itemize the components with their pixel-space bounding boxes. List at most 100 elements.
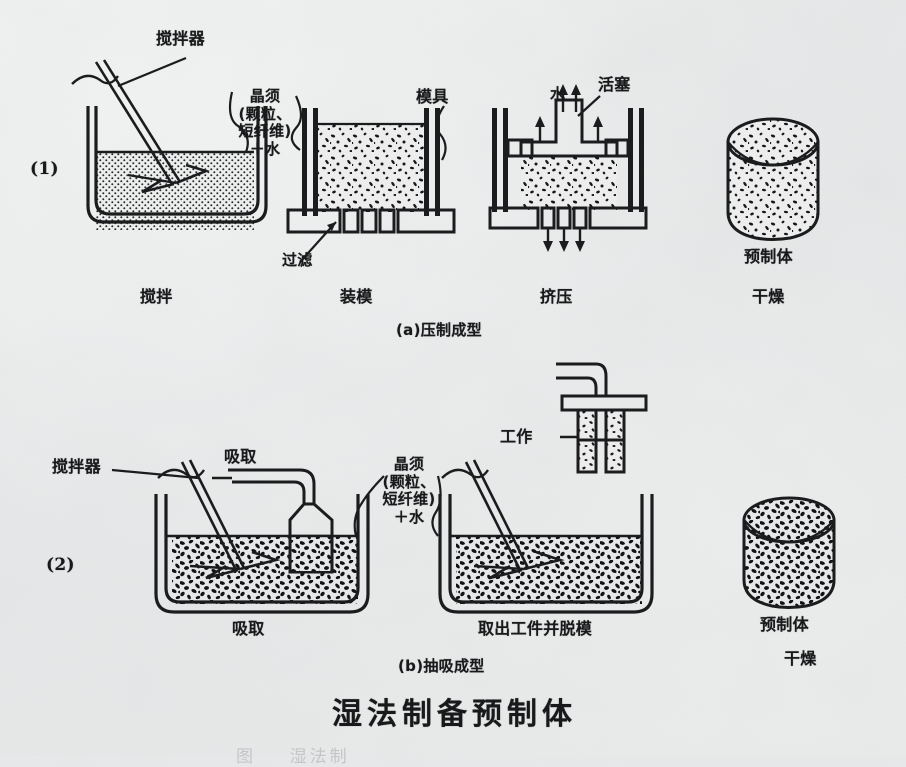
suction-label: 吸取 [224, 447, 257, 466]
preform-body-row1 [726, 140, 820, 241]
preform-rim-row2 [743, 519, 835, 544]
stirrer-label-row1: 搅拌器 [156, 29, 205, 48]
workpiece-label: 工作 [500, 427, 533, 446]
row1-number: (1) [30, 159, 59, 179]
slurry-label-leader-row2-left [353, 475, 385, 537]
press-cavity-ledge-right [604, 138, 630, 158]
die-label-leader [435, 105, 447, 161]
cut-off-caption: 图 湿法制 [236, 747, 350, 767]
press-water-up-arrows [535, 116, 603, 142]
row2-step-suction-label: 吸取 [232, 619, 265, 638]
die-label: 模具 [416, 87, 449, 106]
demold-stirrer-left [464, 461, 522, 571]
mold-wall-inner-right [424, 108, 429, 216]
press-wall-inner-right [628, 108, 633, 212]
row2-number: (2) [46, 555, 75, 575]
press-cavity-ledge-left [506, 138, 534, 158]
figure-title: 湿法制备预制体 [332, 697, 577, 732]
press-wall-outer-left [492, 108, 497, 212]
stirrer-shaft-right [102, 59, 182, 183]
slurry-label-row1: 晶须 (颗粒、 短纤维) ＋水 [238, 87, 292, 159]
row2-step-dry-label: 干燥 [784, 649, 817, 668]
filter-leader-arrowhead [327, 222, 336, 231]
row1-step-mold-label: 装模 [340, 287, 373, 306]
suction-tank-inner-wall [164, 494, 360, 604]
piston-label: 活塞 [598, 75, 631, 94]
mold-wall-inner-left [313, 108, 318, 216]
press-wall-outer-right [639, 108, 644, 212]
water-label: 水 [550, 85, 566, 103]
stirrer-top-wiggle-row2 [157, 468, 205, 479]
mold-base-plate-right [396, 208, 456, 234]
demold-stirrer-wiggle [441, 468, 489, 479]
stirrer-label-leader [117, 56, 187, 88]
stir-tank-slurry [96, 152, 254, 230]
stirrer-label-leader-row2 [111, 468, 199, 480]
row1-step-stir-label: 搅拌 [140, 287, 173, 306]
mold-wall-outer-left [302, 108, 307, 216]
demold-blade-upper [523, 550, 565, 571]
stirrer-shaft-right-row2 [188, 459, 246, 569]
slurry-label-leader-left [228, 91, 249, 153]
preform-body-row2 [742, 518, 836, 609]
workpiece-pipe-lower [556, 376, 598, 396]
demold-stirrer-right [472, 459, 530, 569]
stirrer-top-wiggle [71, 74, 119, 85]
stirrer-shaft-left-row2 [180, 461, 238, 571]
stirrer-blade-upper [175, 163, 210, 185]
mold-slurry-fill [318, 124, 424, 212]
suction-head-fill [292, 536, 330, 571]
suction-pipe-upper [228, 468, 316, 504]
row1-step-press-label: 挤压 [540, 287, 573, 306]
stir-tank-inner-wall [94, 106, 260, 216]
demold-blade-arm [473, 564, 525, 571]
mold-filter-slot-3 [378, 208, 396, 234]
slurry-label-row2: 晶须 (颗粒、 短纤维) ＋水 [382, 455, 436, 527]
filter-label-leader [299, 221, 337, 263]
demold-tank-slurry [456, 536, 642, 604]
demold-tank-inner-wall [448, 494, 644, 604]
slurry-label-leader-row2-right [431, 475, 442, 537]
suction-tank-outer-wall [154, 494, 370, 614]
demold-blade-lower [489, 564, 523, 580]
mold-filter-slot-2 [360, 208, 378, 234]
filter-label: 过滤 [282, 251, 313, 269]
mold-filter-slot-1 [342, 208, 360, 234]
stir-tank-outer-wall [86, 106, 268, 224]
mold-base-plate-left [286, 208, 342, 234]
stirrer-blade-lower [141, 178, 175, 194]
mold-wall-outer-right [435, 108, 440, 216]
workpiece-pipe-upper [556, 362, 608, 396]
stirrer-label-row2: 搅拌器 [52, 457, 101, 476]
row1-preform-label: 预制体 [744, 247, 793, 266]
press-wall-inner-left [503, 108, 508, 212]
suction-head [288, 502, 334, 574]
piston-label-leader [577, 95, 601, 117]
water-label-arrows [558, 84, 581, 112]
slurry-label-leader-right [290, 95, 303, 151]
row2-preform-label: 预制体 [760, 615, 809, 634]
row2-step-demold-label: 取出工件并脱模 [478, 619, 593, 638]
press-base-plate-right [588, 206, 648, 230]
demold-tank-outer-wall [438, 494, 654, 614]
stirrer-blade-arm-row2 [189, 564, 241, 571]
stirrer-blade-upper-row2 [239, 550, 281, 571]
suction-pipe-lower [232, 480, 306, 504]
stirrer-blade-lower-row2 [205, 564, 239, 580]
row2-caption: (b)抽吸成型 [398, 657, 485, 675]
press-base-plate-left [488, 206, 540, 230]
row1-caption: (a)压制成型 [396, 321, 482, 339]
preform-top-ellipse-row2 [742, 496, 836, 544]
stirrer-blade-arm [127, 173, 177, 185]
press-water-down-arrows [543, 228, 585, 252]
press-slurry-fill [521, 156, 617, 210]
row1-step-dry-label: 干燥 [752, 287, 785, 306]
